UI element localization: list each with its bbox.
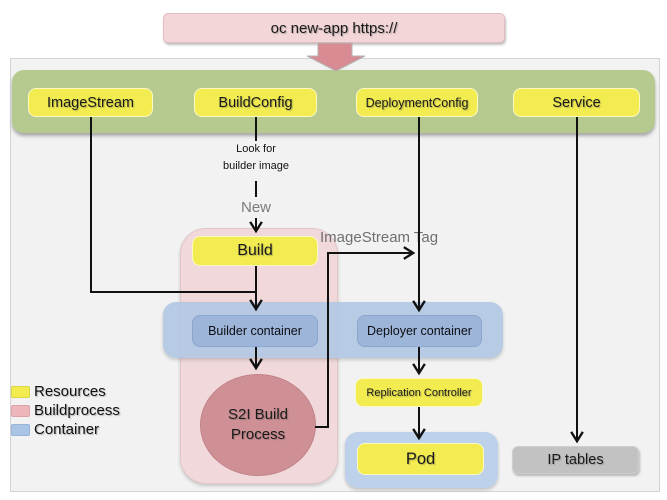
imagestream-tag-label: ImageStream Tag bbox=[320, 229, 439, 246]
s2i-line1: S2I Build bbox=[227, 406, 289, 423]
node-replication-controller: Replication Controller bbox=[355, 378, 483, 407]
node-buildconfig: BuildConfig bbox=[194, 88, 317, 117]
node-ip-tables: IP tables bbox=[512, 446, 639, 474]
node-ip-tables-label: IP tables bbox=[547, 452, 604, 468]
node-builder-container-label: Builder container bbox=[208, 324, 302, 338]
legend-item-container: Container bbox=[11, 420, 120, 439]
command-label: oc new-app https:// bbox=[270, 19, 398, 37]
new-label: New bbox=[240, 199, 271, 216]
legend-item-buildprocess: Buildprocess bbox=[11, 401, 120, 420]
legend-label-resources: Resources bbox=[34, 383, 106, 400]
legend-swatch-resources bbox=[11, 385, 30, 398]
node-imagestream: ImageStream bbox=[28, 88, 153, 117]
node-service-label: Service bbox=[552, 94, 601, 111]
node-build: Build bbox=[192, 236, 318, 266]
node-deploymentconfig: DeploymentConfig bbox=[356, 88, 478, 117]
node-build-label: Build bbox=[237, 242, 273, 259]
s2i-line2: Process bbox=[230, 426, 286, 443]
legend-swatch-buildprocess bbox=[11, 404, 30, 417]
look-for-line2: builder image bbox=[222, 160, 290, 172]
legend-label-container: Container bbox=[34, 421, 100, 438]
node-pod: Pod bbox=[357, 443, 484, 475]
look-for-builder-image-label: Look for builder image bbox=[206, 141, 306, 175]
look-for-line1: Look for bbox=[236, 143, 276, 155]
node-imagestream-label: ImageStream bbox=[46, 94, 135, 111]
legend-item-resources: Resources bbox=[11, 382, 120, 401]
node-buildconfig-label: BuildConfig bbox=[218, 94, 293, 111]
node-service: Service bbox=[513, 88, 640, 117]
legend-label-buildprocess: Buildprocess bbox=[34, 402, 120, 419]
node-pod-label: Pod bbox=[405, 449, 436, 468]
command-box: oc new-app https:// bbox=[163, 13, 505, 43]
node-s2i-build-process: S2I Build Process bbox=[200, 374, 316, 476]
legend-swatch-container bbox=[11, 423, 30, 436]
legend: Resources Buildprocess Container bbox=[11, 382, 120, 439]
node-deployer-container: Deployer container bbox=[357, 315, 482, 347]
node-builder-container: Builder container bbox=[192, 315, 318, 347]
node-replication-controller-label: Replication Controller bbox=[366, 386, 472, 399]
node-deployer-container-label: Deployer container bbox=[367, 324, 472, 338]
node-deploymentconfig-label: DeploymentConfig bbox=[365, 95, 469, 110]
